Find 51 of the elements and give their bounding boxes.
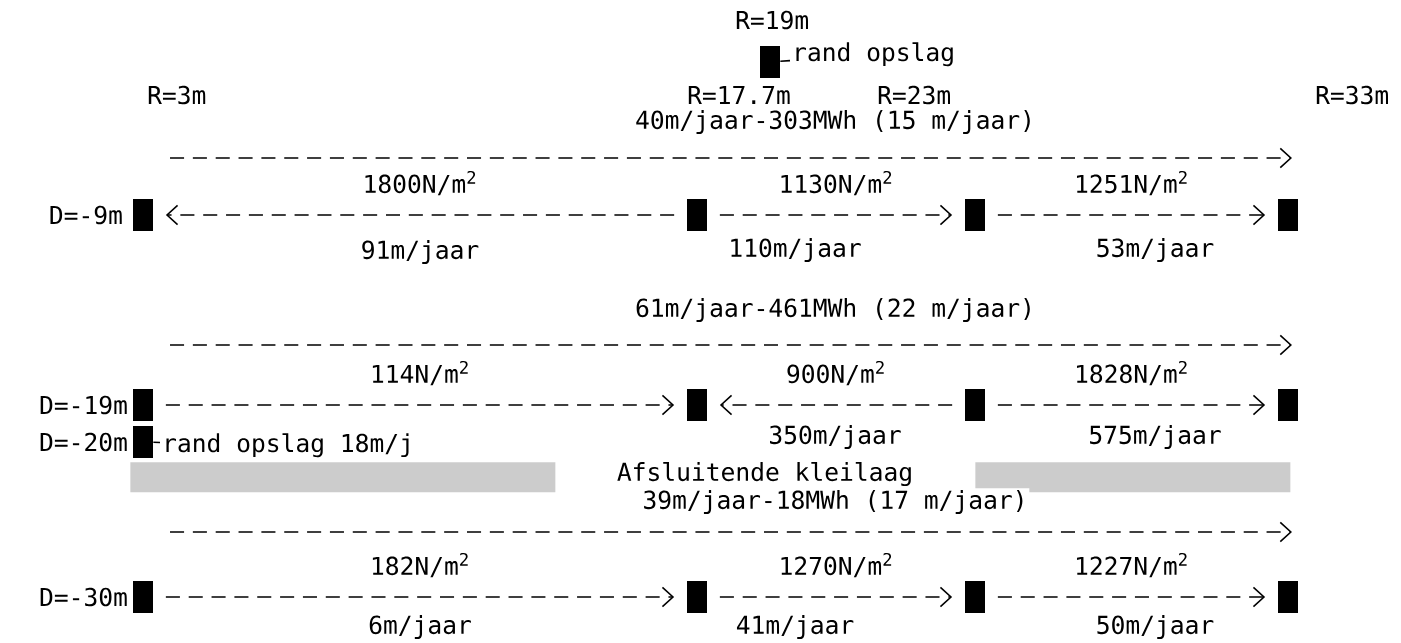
- flow-label: 40m/jaar-303MWh (15 m/jaar): [636, 110, 1030, 134]
- dashed-arrow: [165, 394, 675, 416]
- flow-label: 91m/jaar: [362, 240, 479, 264]
- measuring-point: [133, 426, 153, 458]
- edge-label: 1130N/m$^{2}$: [781, 170, 892, 196]
- leader-line: [779, 59, 791, 63]
- dashed-arrow: [719, 394, 953, 416]
- edge-label: 1227N/m$^{2}$: [1077, 552, 1187, 578]
- measuring-point: [687, 581, 707, 613]
- measuring-point: [133, 389, 153, 421]
- measuring-point: [133, 581, 153, 613]
- measuring-point: [1278, 199, 1298, 231]
- flow-label: 350m/jaar: [770, 425, 901, 449]
- note-text: rand opslag: [796, 42, 953, 67]
- measuring-point: [133, 199, 153, 231]
- measuring-point: [1278, 581, 1298, 613]
- depth-label: D=-9m: [50, 205, 122, 225]
- measuring-point: [687, 199, 707, 231]
- depth-label: D=-20m: [40, 432, 127, 452]
- edge-label: 1800N/m$^{2}$: [365, 170, 476, 196]
- edge-label: 900N/m$^{2}$: [787, 360, 884, 386]
- edge-label: 1828N/m$^{2}$: [1077, 360, 1187, 386]
- dashed-arrow: [165, 204, 675, 226]
- dashed-arrow: [997, 394, 1266, 416]
- edge-label: 1251N/m$^{2}$: [1077, 170, 1187, 196]
- flow-label: 61m/jaar-461MWh (22 m/jaar): [636, 298, 1030, 322]
- dashed-arrow: [165, 586, 675, 608]
- measuring-point: [965, 581, 985, 613]
- dashed-arrow: [997, 586, 1266, 608]
- measuring-point: [965, 389, 985, 421]
- flow-label: Afsluitende kleilaag: [617, 461, 911, 487]
- dashed-arrow: [997, 204, 1266, 226]
- measuring-point: [1278, 389, 1298, 421]
- edge-label: 182N/m$^{2}$: [372, 552, 468, 578]
- edge-label: 1270N/m$^{2}$: [781, 552, 892, 578]
- leader-line: [152, 441, 161, 444]
- clay-layer-band: [130, 462, 556, 493]
- depth-label: D=-19m: [40, 395, 127, 415]
- axis-label: R=23m: [878, 85, 950, 105]
- edge-label: 114N/m$^{2}$: [372, 360, 468, 386]
- measuring-point: [760, 46, 780, 78]
- measuring-point: [687, 389, 707, 421]
- axis-label: R=17.7m: [688, 86, 790, 104]
- measuring-point: [965, 199, 985, 231]
- flow-label: 53m/jaar: [1097, 238, 1214, 262]
- flow-label: 6m/jaar: [369, 615, 471, 639]
- flow-label: 50m/jaar: [1097, 615, 1214, 639]
- dashed-arrow: [719, 204, 953, 226]
- flow-label: 39m/jaar-18MWh (17 m/jaar): [644, 490, 1023, 514]
- dashed-arrow: [719, 586, 953, 608]
- note-text: rand opslag 18m/j: [166, 433, 409, 458]
